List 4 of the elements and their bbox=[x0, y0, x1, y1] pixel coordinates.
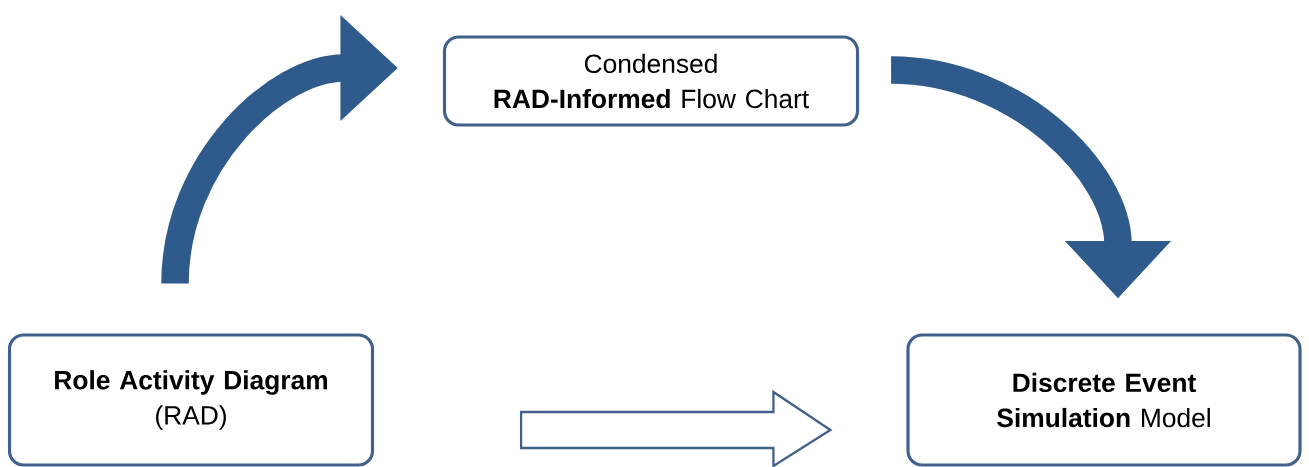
process-box: Role Activity Diagram (RAD) bbox=[7, 333, 375, 467]
block-arrow bbox=[519, 389, 833, 467]
process-box: Discrete Event Simulation Model bbox=[906, 333, 1302, 467]
process-box: Condensed RAD-Informed Flow Chart bbox=[442, 35, 860, 127]
